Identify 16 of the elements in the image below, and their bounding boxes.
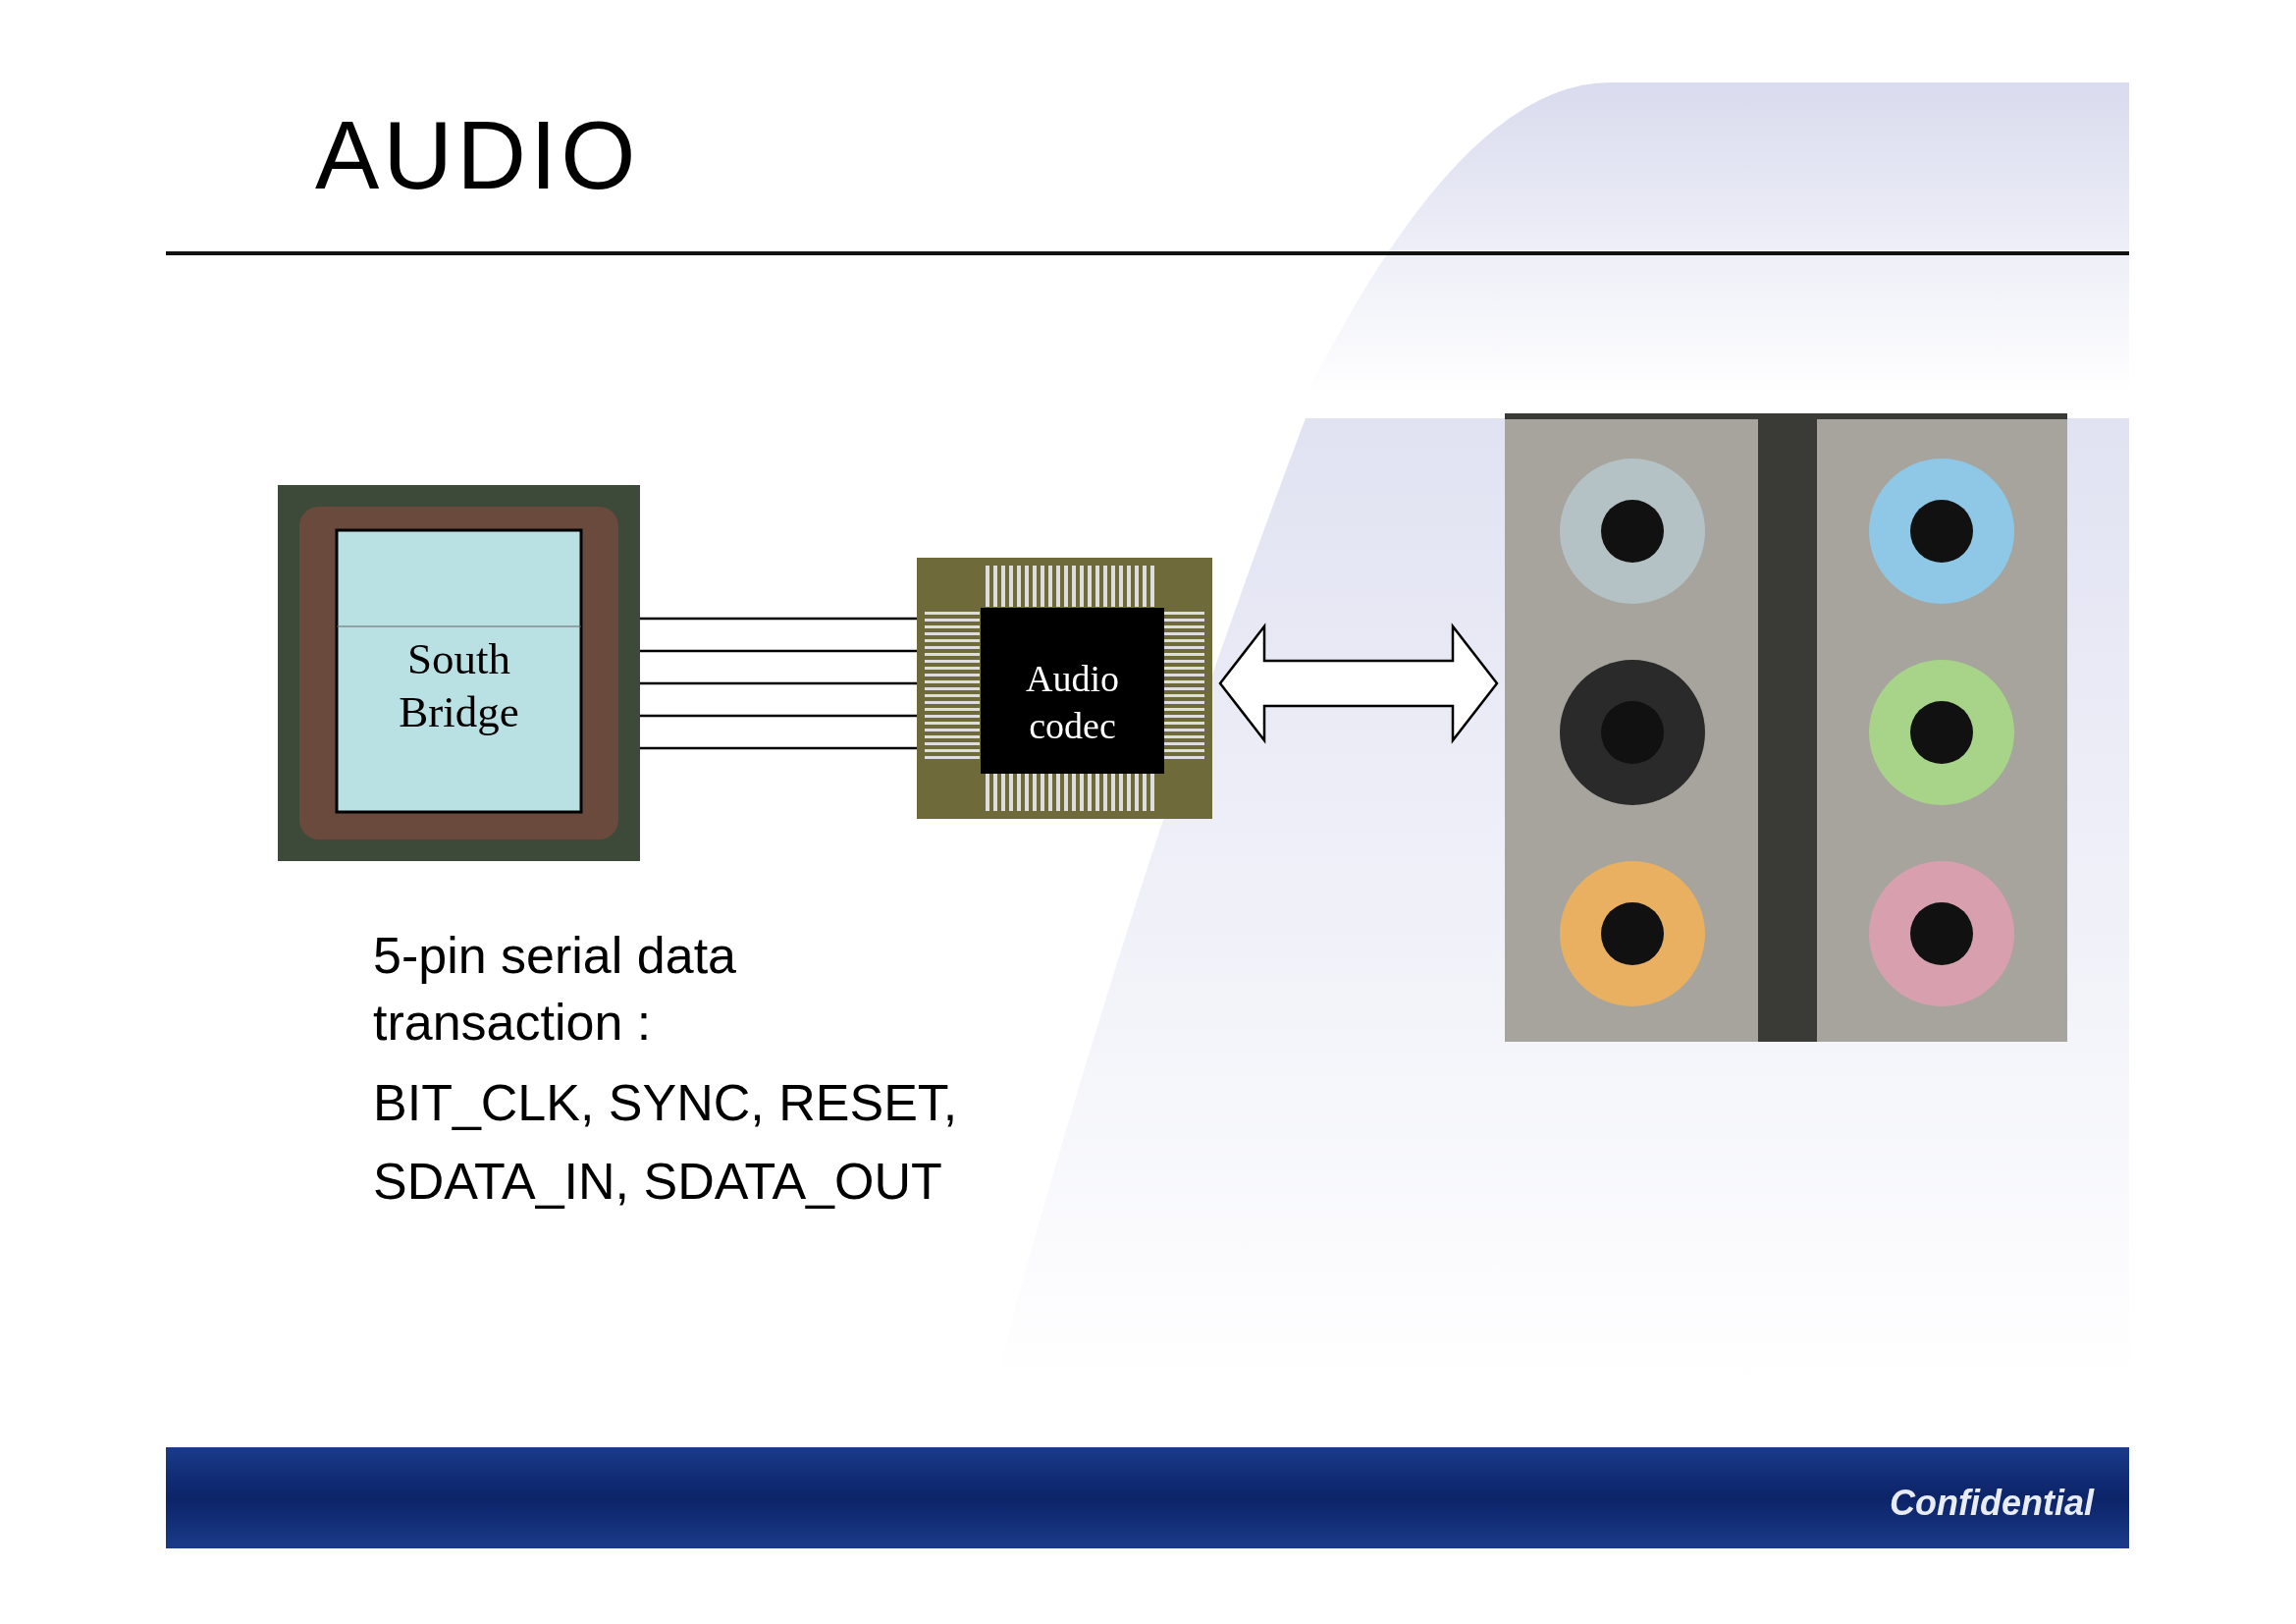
footer-note: Confidential	[1890, 1482, 2094, 1525]
signal-line	[640, 714, 917, 718]
signal-line	[640, 617, 917, 621]
chip-label: South Bridge	[398, 633, 520, 738]
double-arrow	[1218, 623, 1499, 744]
signal-note: SDATA_IN, SDATA_OUT	[373, 1152, 942, 1212]
codec-chip-picture	[917, 558, 1212, 819]
audio-jack-panel-picture	[1505, 413, 2067, 1042]
signal-line	[640, 681, 917, 685]
signal-line	[640, 746, 917, 750]
chip-label: Audio codec	[1025, 657, 1120, 748]
signal-line	[640, 649, 917, 653]
signal-note: BIT_CLK, SYNC, RESET,	[373, 1073, 958, 1133]
slide-title: AUDIO	[315, 103, 640, 209]
signal-note: 5-pin serial data transaction :	[373, 926, 737, 1053]
south-bridge-chip-picture	[278, 485, 640, 861]
